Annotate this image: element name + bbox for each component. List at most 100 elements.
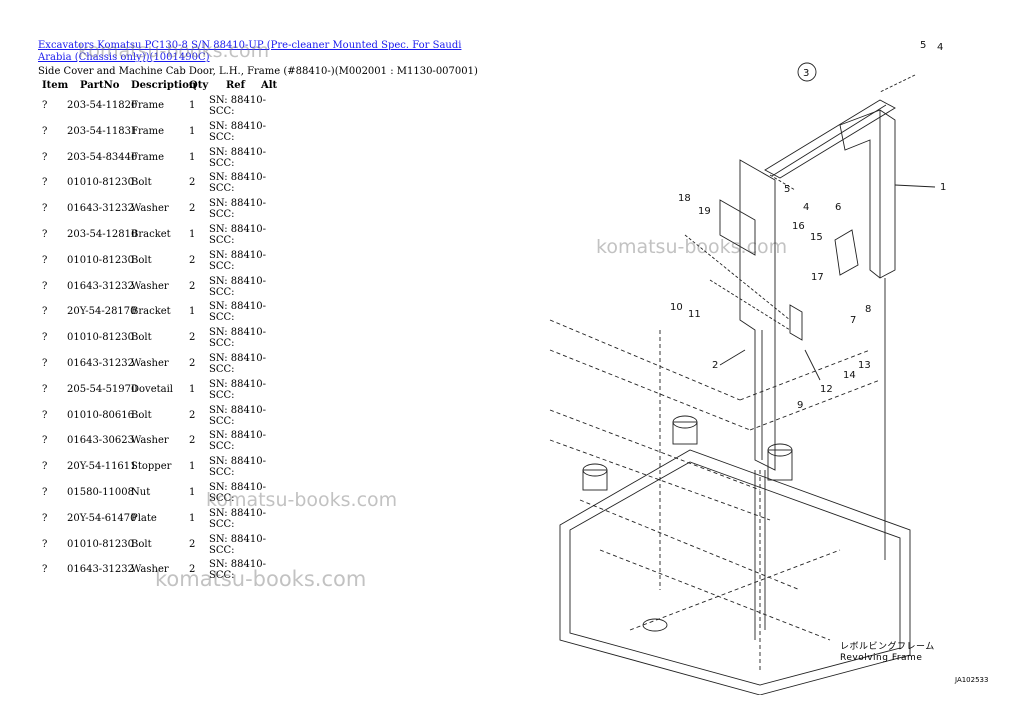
cell-item: ? <box>42 280 48 292</box>
cell-item: ? <box>42 100 48 111</box>
cell-qty: 2 <box>189 564 196 576</box>
cell-partno: 203-54-11820 <box>67 100 138 111</box>
cell-qty: 2 <box>189 538 196 550</box>
cell-partno: 01643-31232 <box>67 358 135 369</box>
callout-4b: 4 <box>803 202 809 213</box>
cell-description: Bolt <box>131 538 152 550</box>
cell-description: Bolt <box>131 177 152 189</box>
cell-partno: 203-54-11831 <box>67 125 138 137</box>
cell-description: Frame <box>131 151 165 163</box>
cell-qty: 2 <box>189 203 196 215</box>
cell-partno: 01580-11008 <box>67 487 135 498</box>
cell-partno: 01010-80616 <box>67 409 135 421</box>
cell-partno: 01643-31232 <box>67 203 135 215</box>
cell-qty: 2 <box>189 280 196 292</box>
callout-19: 19 <box>698 206 711 217</box>
callout-4: 4 <box>937 42 943 53</box>
cell-partno: 01643-31232 <box>67 280 135 292</box>
callout-3: 3 <box>803 68 809 79</box>
cell-qty: 1 <box>189 125 196 137</box>
cell-partno: 01643-30623 <box>67 435 135 447</box>
callout-17: 17 <box>811 272 824 283</box>
cell-description: Washer <box>131 203 169 215</box>
cell-ref: SN: 88410- SCC: <box>209 430 266 453</box>
cell-partno: 203-54-83440 <box>67 151 138 163</box>
callout-13: 13 <box>858 360 871 371</box>
cell-item: ? <box>42 306 48 318</box>
cell-ref: SN: 88410- SCC: <box>209 301 266 324</box>
cell-qty: 2 <box>189 254 196 266</box>
col-header-partno: PartNo <box>80 80 120 91</box>
cell-item: ? <box>42 229 48 240</box>
cell-partno: 01010-81230 <box>67 177 135 189</box>
cell-item: ? <box>42 383 48 395</box>
frame-label: レボルビングフレーム Revolving Frame <box>840 642 935 664</box>
callout-15: 15 <box>810 232 823 243</box>
catalog-title-link[interactable]: Excavators Komatsu PC130-8 S/N 88410-UP … <box>38 40 462 63</box>
callout-11: 11 <box>688 309 701 320</box>
cell-item: ? <box>42 564 48 576</box>
exploded-parts-diagram: 3 1 2 4 4 5 5 6 7 8 9 10 11 12 13 14 15 … <box>549 40 946 695</box>
cell-ref: SN: 88410- SCC: <box>209 120 266 143</box>
frame-label-jp: レボルビングフレーム <box>840 642 935 652</box>
col-header-description: Description <box>131 80 197 91</box>
col-header-qty: Qty <box>189 80 209 91</box>
cell-ref: SN: 88410- SCC: <box>209 172 266 195</box>
cell-ref: SN: 88410- SCC: <box>209 198 266 221</box>
cell-item: ? <box>42 203 48 215</box>
section-subtitle: Side Cover and Machine Cab Door, L.H., F… <box>38 66 478 77</box>
cell-partno: 01643-31232 <box>67 564 135 576</box>
cell-partno: 20Y-54-11611 <box>67 461 137 473</box>
cell-partno: 205-54-51970 <box>67 383 138 395</box>
cell-ref: SN: 88410- SCC: <box>209 456 266 479</box>
cell-ref: SN: 88410- SCC: <box>209 559 266 582</box>
cell-qty: 1 <box>189 461 196 473</box>
callout-18: 18 <box>678 193 691 204</box>
cell-description: Bracket <box>131 229 171 240</box>
callout-10: 10 <box>670 302 683 313</box>
cell-item: ? <box>42 487 48 498</box>
cell-description: Bolt <box>131 254 152 266</box>
cell-ref: SN: 88410- SCC: <box>209 146 266 169</box>
cell-qty: 1 <box>189 487 196 498</box>
cell-partno: 20Y-54-28170 <box>67 306 137 318</box>
cell-description: Frame <box>131 100 165 111</box>
col-header-item: Item <box>42 80 69 91</box>
cell-qty: 1 <box>189 383 196 395</box>
callout-2: 2 <box>712 360 718 371</box>
cell-qty: 1 <box>189 512 196 524</box>
cell-partno: 01010-81230 <box>67 538 135 550</box>
cell-description: Bolt <box>131 332 152 344</box>
cell-item: ? <box>42 512 48 524</box>
cell-partno: 203-54-12810 <box>67 229 138 240</box>
callout-7: 7 <box>850 315 856 326</box>
cell-item: ? <box>42 151 48 163</box>
cell-qty: 2 <box>189 358 196 369</box>
cell-ref: SN: 88410- SCC: <box>209 353 266 375</box>
cell-item: ? <box>42 461 48 473</box>
cell-qty: 1 <box>189 100 196 111</box>
cell-description: Washer <box>131 358 169 369</box>
cell-ref: SN: 88410- SCC: <box>209 95 266 117</box>
callout-16: 16 <box>792 221 805 232</box>
cell-description: Washer <box>131 564 169 576</box>
frame-label-en: Revolving Frame <box>840 653 923 663</box>
cell-qty: 1 <box>189 151 196 163</box>
cell-qty: 1 <box>189 306 196 318</box>
cell-description: Bolt <box>131 409 152 421</box>
cell-ref: SN: 88410- SCC: <box>209 224 266 246</box>
callout-1: 1 <box>940 182 946 193</box>
cell-ref: SN: 88410- SCC: <box>209 275 266 298</box>
col-header-alt: Alt <box>261 80 278 91</box>
callout-5b: 5 <box>784 184 790 195</box>
